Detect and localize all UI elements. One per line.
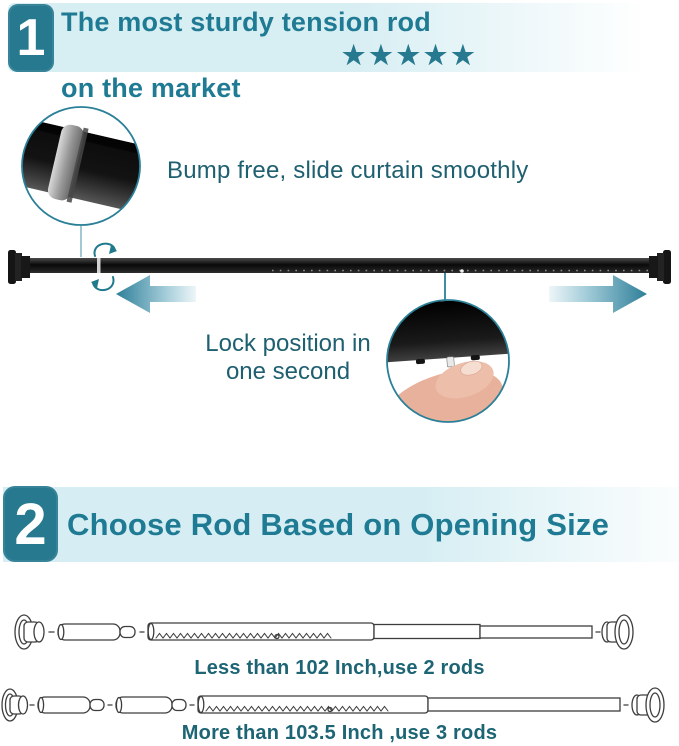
rod-joint-photo: [22, 115, 140, 216]
metal-ring: [47, 124, 84, 201]
step1-title: The most sturdy tension rod on the marke…: [61, 6, 431, 105]
step1-badge: 1: [8, 4, 54, 72]
callout-smooth-text: Bump free, slide curtain smoothly: [167, 157, 529, 184]
diagram2-right-cap: [631, 687, 665, 723]
step2-banner: [3, 487, 679, 562]
diagram1-left-cap: [14, 614, 45, 650]
caption-two-rods: Less than 102 Inch,use 2 rods: [194, 657, 485, 679]
caption-three-rods: More than 103.5 Inch ,use 3 rods: [181, 722, 498, 744]
diagram1-right-cap: [601, 614, 634, 650]
left-arrow-icon: [116, 275, 196, 313]
rod-end-cap-right: [649, 250, 671, 284]
rod-diagram-three-rods: [1, 687, 665, 723]
rod-diagram-two-rods: [14, 614, 634, 650]
diagram1-spring-teeth: [155, 632, 332, 639]
tension-rod: [8, 250, 671, 284]
rating-stars-icon: ★★★★★: [342, 40, 479, 70]
step1-number: 1: [16, 9, 46, 67]
callout-lock-line2: one second: [225, 358, 351, 385]
callout-lock-text: Lock position in one second: [186, 330, 390, 386]
lock-button: [446, 356, 455, 368]
diagram2-left-cap: [1, 688, 29, 722]
rod-joint-band: [97, 258, 101, 273]
lock-zoom-circle: [386, 299, 510, 423]
rotation-arrow-icon: [91, 242, 117, 292]
rod-lock-pin: [460, 269, 464, 273]
diagram2-spring-teeth: [205, 705, 389, 712]
step1-banner: [8, 3, 666, 72]
joint-zoom-circle: [21, 106, 141, 226]
callout-lock-line1: Lock position in: [205, 330, 371, 357]
step2-number: 2: [14, 491, 47, 557]
step2-badge: 2: [3, 486, 58, 562]
step1-title-line2: on the market: [61, 73, 241, 103]
rod-end-cap-left: [8, 250, 30, 284]
step1-title-line1: The most sturdy tension rod: [61, 7, 431, 37]
rod-illustration: [8, 106, 671, 423]
step2-title: Choose Rod Based on Opening Size: [67, 506, 610, 542]
rod-size-diagrams: [1, 614, 665, 723]
right-arrow-icon: [549, 275, 647, 313]
